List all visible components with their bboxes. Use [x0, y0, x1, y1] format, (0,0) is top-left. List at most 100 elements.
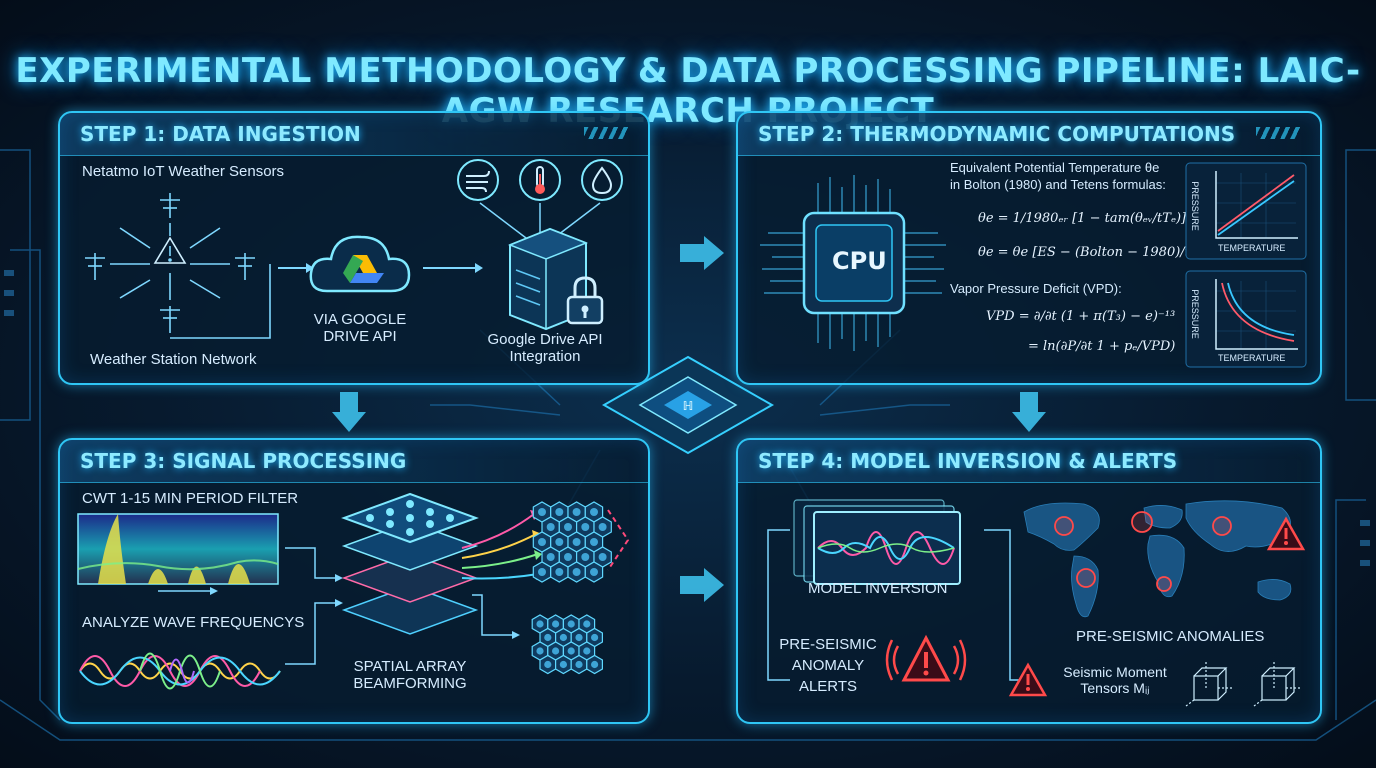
beamforming-layers-icon: [341, 492, 479, 635]
alarm-warning-icon: [885, 634, 967, 682]
connector-lines: [285, 547, 343, 665]
equation-2: θe = θe [ES − (Bolton − 1980)/tvₑ]: [978, 245, 1208, 260]
time-arrow: [158, 587, 218, 595]
anomalies-label: PRE-SEISMIC ANOMALIES: [1076, 628, 1265, 645]
droplet-icon: [581, 159, 623, 201]
world-map: [1023, 500, 1292, 618]
tensor-label: Seismic Moment Tensors Mᵢⱼ: [1063, 664, 1167, 696]
step4-panel: STEP 4: MODEL INVERSION & ALERTS MODEL I…: [736, 438, 1322, 724]
svg-text:ℍ: ℍ: [683, 399, 694, 413]
pressure-temperature-graph-1: [1185, 162, 1307, 260]
hex-node: [575, 660, 583, 669]
graph1-xlabel: TEMPERATURE: [1218, 243, 1286, 253]
cpu-label: CPU: [832, 247, 887, 275]
connector-lines: [472, 594, 520, 639]
step2-title: STEP 2: THERMODYNAMIC COMPUTATIONS: [758, 122, 1236, 146]
cwt-scalogram: [77, 513, 279, 585]
step1-header: STEP 1: DATA INGESTION: [60, 113, 648, 156]
integration-label: Google Drive API Integration: [487, 331, 603, 365]
step2-header: STEP 2: THERMODYNAMIC COMPUTATIONS: [738, 113, 1320, 156]
dashed-indicator: [607, 509, 630, 571]
equation-heading: Equivalent Potential Temperature θe in B…: [950, 160, 1166, 192]
hex-node: [572, 538, 581, 546]
hex-node: [544, 633, 552, 642]
inversion-label: MODEL INVERSION: [808, 580, 948, 597]
equation-1: θe = 1/1980ₑᵣ [1 − tam(θₑᵥ/tTₑ)]¹²: [978, 211, 1197, 226]
hex-node: [564, 553, 572, 561]
hex-node: [575, 633, 583, 642]
tensor-cube-icon-2: [1253, 662, 1300, 707]
graph2-xlabel: TEMPERATURE: [1218, 353, 1286, 363]
alerts-label: PRE-SEISMIC ANOMALY ALERTS: [779, 636, 877, 695]
hex-node: [538, 538, 546, 546]
network-label: Weather Station Network: [90, 351, 257, 368]
hex-node: [544, 660, 552, 669]
flow-arrow: [423, 263, 483, 273]
hex-node: [546, 523, 555, 531]
hex-node: [591, 633, 599, 642]
hex-grid-output-bottom: [531, 614, 604, 675]
beamforming-label: SPATIAL ARRAY BEAMFORMING: [353, 658, 467, 692]
tensor-cube-icon-1: [1185, 662, 1232, 707]
lock-icon: [566, 276, 604, 325]
hex-node: [598, 523, 607, 531]
step3-header: STEP 3: SIGNAL PROCESSING: [60, 440, 648, 483]
cloud-icon: [309, 235, 411, 293]
tensor-warning-icon: [1008, 662, 1048, 697]
hex-node: [555, 508, 564, 516]
hex-node: [555, 538, 564, 546]
sensors-label: Netatmo IoT Weather Sensors: [82, 163, 285, 180]
cwt-label: CWT 1-15 MIN PERIOD FILTER: [82, 490, 299, 507]
hex-node: [591, 660, 599, 669]
arrow-step1-to-step3: [332, 392, 366, 432]
hex-node: [590, 538, 598, 546]
step1-title: STEP 1: DATA INGESTION: [80, 122, 361, 146]
hex-grid-output-top: [532, 501, 612, 583]
arrow-step1-to-step2: [680, 236, 724, 270]
connector-lines: [767, 529, 1024, 681]
equation-4: = ln(∂P/∂t 1 + pₑ/VPD): [1028, 339, 1176, 354]
step3-panel: STEP 3: SIGNAL PROCESSING CWT 1-15 MIN P…: [58, 438, 650, 724]
step4-title: STEP 4: MODEL INVERSION & ALERTS: [758, 449, 1178, 473]
graph2-ylabel: PRESSURE: [1189, 289, 1200, 339]
hex-node: [555, 568, 564, 576]
hex-node: [567, 620, 575, 628]
wind-icon: [457, 159, 499, 201]
step3-title: STEP 3: SIGNAL PROCESSING: [80, 449, 407, 473]
hex-node: [583, 647, 591, 655]
hex-node: [581, 553, 590, 561]
step1-panel: STEP 1: DATA INGESTION Netatmo IoT Weath…: [58, 111, 650, 385]
hex-node: [590, 508, 598, 516]
map-warning-icon: [1266, 516, 1306, 551]
pressure-temperature-graph-2: [1185, 270, 1307, 368]
hex-node: [590, 568, 598, 576]
weather-station-network-icon: [85, 193, 271, 339]
hex-node: [559, 633, 567, 642]
hex-node: [552, 620, 560, 628]
header-stripes: [584, 127, 628, 139]
via-api-label: VIA GOOGLE DRIVE API: [313, 311, 407, 345]
vpd-heading: Vapor Pressure Deficit (VPD):: [950, 281, 1122, 296]
wave-frequencies-plot: [79, 652, 281, 690]
header-stripes: [1256, 127, 1300, 139]
thermometer-icon: [519, 159, 561, 201]
analyze-label: ANALYZE WAVE FREQUENCYS: [82, 614, 305, 631]
hex-node: [581, 523, 590, 531]
step4-header: STEP 4: MODEL INVERSION & ALERTS: [738, 440, 1320, 483]
hex-node: [572, 508, 581, 516]
model-inversion-screens: [793, 499, 961, 585]
arrow-step2-to-step4: [1012, 392, 1046, 432]
hex-node: [536, 620, 544, 628]
hex-node: [583, 620, 591, 628]
flow-arrow: [278, 263, 314, 273]
hex-node: [536, 647, 544, 655]
cpu-chip-icon: [760, 175, 946, 351]
hex-node: [567, 647, 575, 655]
hex-node: [538, 508, 546, 516]
central-chip-icon: ℍ: [601, 355, 775, 455]
hex-node: [564, 523, 572, 531]
graph1-ylabel: PRESSURE: [1189, 181, 1200, 231]
hex-node: [598, 553, 607, 561]
hex-node: [572, 568, 581, 576]
hex-node: [552, 647, 560, 655]
